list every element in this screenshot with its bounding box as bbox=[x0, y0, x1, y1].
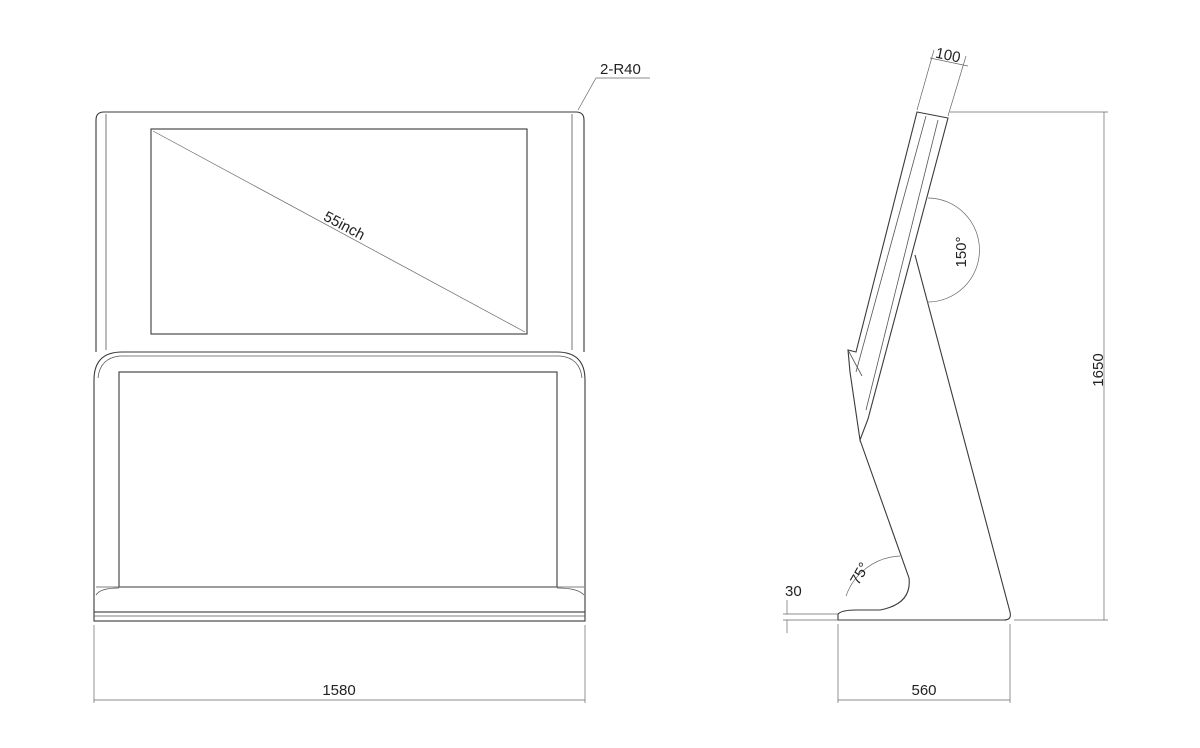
upper-housing-outline bbox=[95, 111, 585, 352]
base-angle-label: 75° bbox=[847, 560, 873, 588]
right-foot-curve bbox=[556, 587, 585, 596]
base-depth-label: 560 bbox=[911, 682, 936, 699]
radius-leader-line bbox=[577, 77, 650, 111]
lower-body-outline bbox=[93, 351, 586, 612]
screen-lip-line bbox=[847, 349, 863, 377]
base-angle-arc bbox=[845, 555, 901, 597]
lower-body-inner-curve bbox=[97, 355, 583, 379]
side-view: 100 150° 1650 75° 30 560 bbox=[783, 45, 1108, 703]
screen-back-line bbox=[865, 119, 939, 411]
stand-body-outline bbox=[837, 254, 1011, 621]
top-depth-extension-1 bbox=[916, 49, 935, 111]
base-plate bbox=[93, 611, 586, 622]
screen-angle-label: 150° bbox=[953, 236, 970, 267]
screen-size-label: 55inch bbox=[321, 208, 368, 244]
left-foot-curve bbox=[95, 587, 120, 596]
screen-angle-arc bbox=[926, 197, 980, 303]
corner-radius-label: 2-R40 bbox=[600, 61, 641, 78]
screen-diagonal-line bbox=[152, 130, 526, 333]
top-depth-label: 100 bbox=[934, 45, 962, 67]
top-depth-extension-2 bbox=[947, 55, 967, 117]
front-panel bbox=[118, 371, 558, 588]
screen-face-line bbox=[855, 115, 927, 373]
front-view: 55inch 2-R40 1580 bbox=[93, 61, 650, 703]
top-depth-dimension-line bbox=[929, 57, 969, 67]
height-label: 1650 bbox=[1090, 353, 1107, 386]
width-label: 1580 bbox=[322, 682, 355, 699]
base-thickness-label: 30 bbox=[785, 583, 802, 600]
screen-head-outline bbox=[847, 111, 949, 443]
display-panel bbox=[150, 128, 528, 335]
